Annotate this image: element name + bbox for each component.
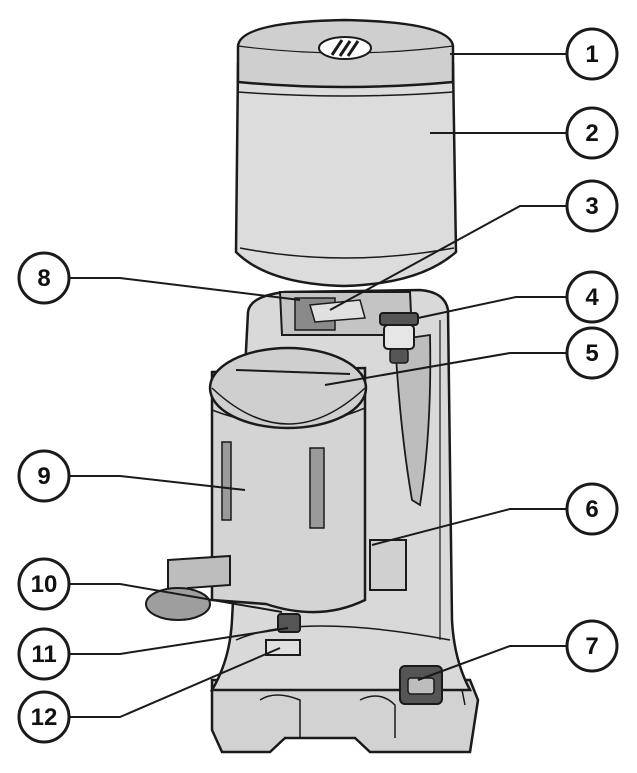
callout-circle	[565, 106, 619, 160]
callout-2: 2	[430, 106, 619, 160]
callout-leader-line	[324, 352, 566, 386]
callout-circle	[565, 326, 619, 380]
power-switch	[399, 665, 443, 705]
callout-6: 6	[371, 482, 619, 546]
callout-leader-line	[70, 583, 283, 613]
callout-3: 3	[329, 179, 619, 311]
callout-circle	[17, 690, 71, 744]
callout-number: 11	[31, 641, 56, 668]
callout-number: 2	[585, 120, 598, 147]
callout-number: 10	[31, 571, 58, 598]
callout-leader-line	[70, 475, 246, 491]
callout-number: 8	[37, 265, 50, 292]
callout-number: 3	[585, 193, 598, 220]
callout-4: 4	[417, 270, 619, 324]
callout-5: 5	[324, 326, 619, 386]
callout-number: 9	[37, 463, 50, 490]
callout-number: 6	[585, 496, 598, 523]
callout-number: 12	[31, 704, 58, 731]
callout-number: 7	[585, 633, 598, 660]
side-slot	[369, 539, 407, 591]
lid-logo-icon	[318, 36, 372, 60]
callout-7: 7	[417, 619, 619, 681]
adjustment-collar	[379, 312, 419, 364]
callout-circle	[565, 619, 619, 673]
callout-9: 9	[17, 449, 246, 503]
callout-8: 8	[17, 251, 301, 305]
callout-leader-line	[329, 205, 566, 311]
portafilter-holder	[145, 554, 231, 621]
callout-circle	[565, 27, 619, 81]
callout-circle	[565, 482, 619, 536]
callout-leader-line	[70, 277, 301, 301]
callout-circle	[565, 179, 619, 233]
callout-12: 12	[17, 647, 281, 744]
callout-circle	[17, 557, 71, 611]
callout-leader-line	[70, 647, 281, 718]
callout-number: 5	[585, 340, 598, 367]
callout-leader-line	[417, 296, 566, 319]
callout-circle	[17, 449, 71, 503]
callout-circle	[17, 251, 71, 305]
doser-lid	[208, 346, 368, 430]
callout-leader-line	[371, 508, 566, 546]
callout-leader-line	[417, 645, 566, 681]
hopper	[234, 62, 458, 288]
callout-10: 10	[17, 557, 283, 613]
callout-leader-line	[70, 627, 289, 655]
callout-number: 1	[585, 41, 598, 68]
callout-11: 11	[17, 627, 289, 681]
callout-1: 1	[450, 27, 619, 81]
hopper-lid	[236, 18, 455, 89]
callout-circle	[17, 627, 71, 681]
callout-circle	[565, 270, 619, 324]
callout-number: 4	[585, 284, 599, 311]
